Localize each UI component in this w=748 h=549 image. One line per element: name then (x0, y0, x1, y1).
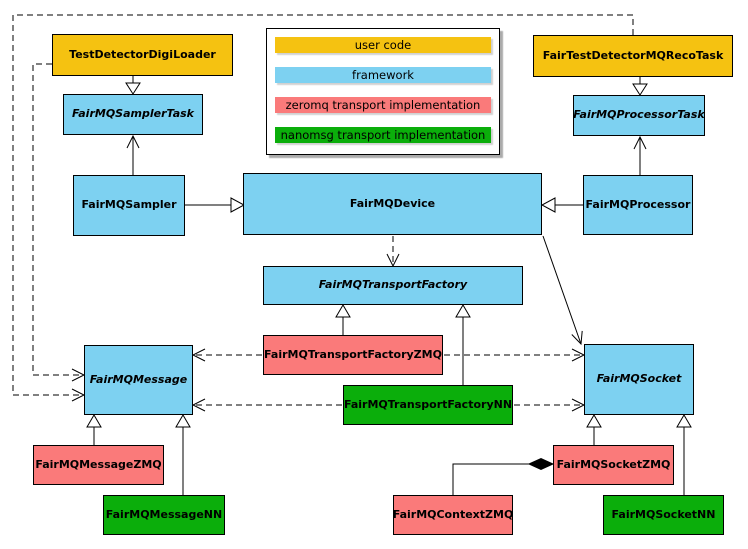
node-fairmq-sampler-task: FairMQSamplerTask (63, 94, 203, 135)
legend-item-nanomsg: nanomsg transport implementation (275, 127, 491, 143)
legend-label: framework (352, 68, 414, 82)
edge-recotask-inherits-processortask (632, 77, 648, 96)
node-label: TestDetectorDigiLoader (69, 47, 216, 61)
edge-transportfactoryzmq-depends-message (191, 348, 262, 362)
node-label: FairMQContextZMQ (392, 507, 514, 521)
node-label: FairMQMessage (89, 372, 188, 386)
legend: user code framework zeromq transport imp… (266, 28, 500, 155)
node-fairmq-device: FairMQDevice (243, 173, 542, 235)
edge-messagezmq-inherits-message (86, 414, 102, 446)
edge-processor-inherits-device (540, 197, 583, 213)
edge-device-depends-transportfactory (386, 236, 400, 268)
node-fairmq-transport-factory-nn: FairMQTransportFactoryNN (343, 385, 513, 425)
node-fairmq-socket: FairMQSocket (584, 344, 694, 415)
node-fairmq-processor: FairMQProcessor (583, 175, 693, 235)
edge-transportfactorynn-inherits-transportfactory (455, 304, 471, 386)
node-fairmq-transport-factory-zmq: FairMQTransportFactoryZMQ (263, 335, 443, 375)
node-fairmq-socket-zmq: FairMQSocketZMQ (553, 445, 674, 485)
node-label: FairMQDevice (349, 196, 436, 210)
node-label: FairMQSampler (81, 198, 177, 212)
node-fairmq-sampler: FairMQSampler (73, 175, 185, 236)
edge-digiloader-inherits-samplertask (125, 76, 141, 95)
node-fairmq-message: FairMQMessage (84, 345, 193, 415)
edge-socketzmq-inherits-socket (586, 414, 602, 446)
edge-processor-uses-processortask (633, 135, 647, 176)
node-fairmq-message-nn: FairMQMessageNN (103, 495, 225, 535)
node-label: FairMQProcessorTask (573, 108, 705, 122)
legend-item-zeromq: zeromq transport implementation (275, 97, 491, 113)
node-fairmq-socket-nn: FairMQSocketNN (603, 495, 724, 535)
edge-transportfactoryzmq-inherits-transportfactory (335, 304, 351, 336)
node-label: FairMQMessageZMQ (35, 457, 162, 471)
edge-sampler-inherits-device (185, 197, 246, 213)
node-fairmq-transport-factory: FairMQTransportFactory (263, 266, 523, 305)
node-label: FairMQTransportFactoryZMQ (264, 347, 442, 361)
node-fairmq-context-zmq: FairMQContextZMQ (393, 495, 513, 535)
node-fairmq-message-zmq: FairMQMessageZMQ (33, 445, 164, 485)
node-label: FairMQSocket (596, 372, 682, 386)
edge-transportfactoryzmq-depends-socket (444, 348, 586, 362)
node-fairmq-processor-task: FairMQProcessorTask (573, 95, 705, 136)
edge-sampler-uses-samplertask (126, 134, 140, 176)
edge-socketnn-inherits-socket (676, 414, 692, 496)
legend-item-framework: framework (275, 67, 491, 83)
node-label: FairMQSamplerTask (72, 107, 194, 121)
edge-device-uses-socket (542, 235, 583, 346)
legend-label: zeromq transport implementation (285, 98, 481, 112)
legend-label: nanomsg transport implementation (280, 128, 486, 142)
legend-item-user-code: user code (275, 37, 491, 53)
node-label: FairMQTransportFactoryNN (343, 397, 513, 411)
node-label: FairMQSocketNN (611, 507, 716, 521)
node-label: FairMQTransportFactory (318, 278, 468, 292)
node-test-detector-digi-loader: TestDetectorDigiLoader (52, 34, 233, 76)
edge-socketzmq-composes-contextzmq (452, 457, 555, 496)
node-fair-test-detector-mq-reco-task: FairTestDetectorMQRecoTask (533, 35, 733, 77)
edge-messagenn-inherits-message (175, 414, 191, 496)
legend-label: user code (354, 38, 412, 52)
node-label: FairMQSocketZMQ (556, 457, 671, 471)
edge-transportfactorynn-depends-socket (514, 398, 586, 412)
node-label: FairMQMessageNN (105, 507, 223, 521)
node-label: FairTestDetectorMQRecoTask (542, 48, 724, 62)
edge-transportfactorynn-depends-message (191, 398, 342, 412)
node-label: FairMQProcessor (585, 197, 691, 211)
